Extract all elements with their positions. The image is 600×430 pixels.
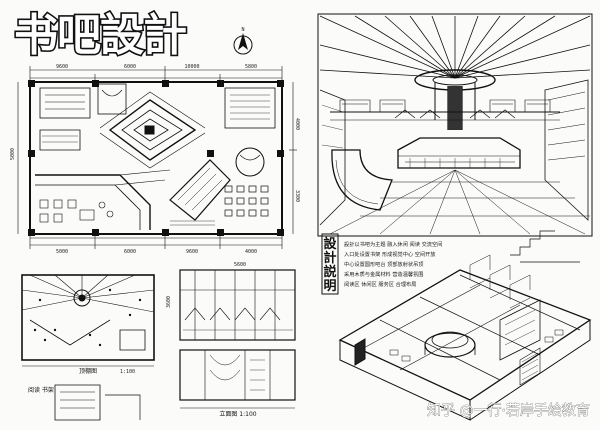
floor-plan [17, 66, 297, 249]
design-notes-block: 設 計 説 明 設計以书吧为主题 融入休闲 阅读 交流空间 入口处设置书架 形成… [321, 233, 442, 295]
floor-plan-dimensions: 9600 6000 10000 5800 5000 6000 9600 4000… [10, 64, 300, 255]
north-arrow-icon: N [233, 27, 253, 55]
note-line-3: 中心设置圆形吧台 顶部放射状吊顶 [344, 260, 423, 268]
dim-right-1: 4000 [294, 118, 300, 130]
dim-left-1: 5000 [10, 148, 16, 160]
design-notes-char-3: 説 [323, 264, 336, 280]
ceiling-plan-caption: 顶棚图 [79, 367, 97, 375]
note-line-5: 阅读区 休闲区 服务区 合理布局 [344, 280, 416, 288]
watermark: 知乎 @一行·若岸手绘教育 [427, 402, 590, 419]
section-dim-1: 3600 [166, 296, 172, 308]
detail-label: 阅读 书架 [28, 386, 54, 394]
ceiling-plan [21, 274, 155, 367]
north-mark: N [241, 27, 244, 33]
section-elevation [179, 269, 296, 409]
design-notes-char-1: 設 [323, 236, 337, 252]
dim-bottom-4: 4000 [245, 249, 257, 255]
dim-top-4: 5800 [245, 64, 257, 70]
axonometric-view [338, 254, 592, 421]
dim-top-2: 6000 [124, 64, 136, 70]
dim-bottom-2: 6000 [124, 249, 136, 255]
dim-bottom-1: 5000 [56, 249, 68, 255]
detail-sketch [54, 384, 141, 421]
step-sketch [510, 230, 580, 263]
ceiling-plan-scale: 1:100 [120, 369, 135, 375]
interior-perspective [317, 13, 593, 237]
dim-top-1: 9600 [56, 64, 68, 70]
section-dim-2: 5600 [234, 262, 246, 268]
dim-bottom-3: 9600 [186, 249, 198, 255]
section-caption: 立面图 1:100 [219, 410, 256, 418]
note-line-1: 設計以书吧为主题 融入休闲 阅读 交流空间 [344, 240, 442, 248]
design-notes-char-2: 計 [323, 250, 336, 266]
note-line-4: 采用木质与金属材料 营造温馨氛围 [344, 270, 423, 278]
board-title: 书吧設計 [14, 10, 186, 61]
design-notes-char-4: 明 [323, 279, 336, 294]
dim-right-2: 3300 [294, 190, 300, 202]
dim-top-3: 10000 [184, 64, 199, 70]
note-line-2: 入口处设置书架 形成视觉中心 空间开放 [344, 250, 436, 258]
